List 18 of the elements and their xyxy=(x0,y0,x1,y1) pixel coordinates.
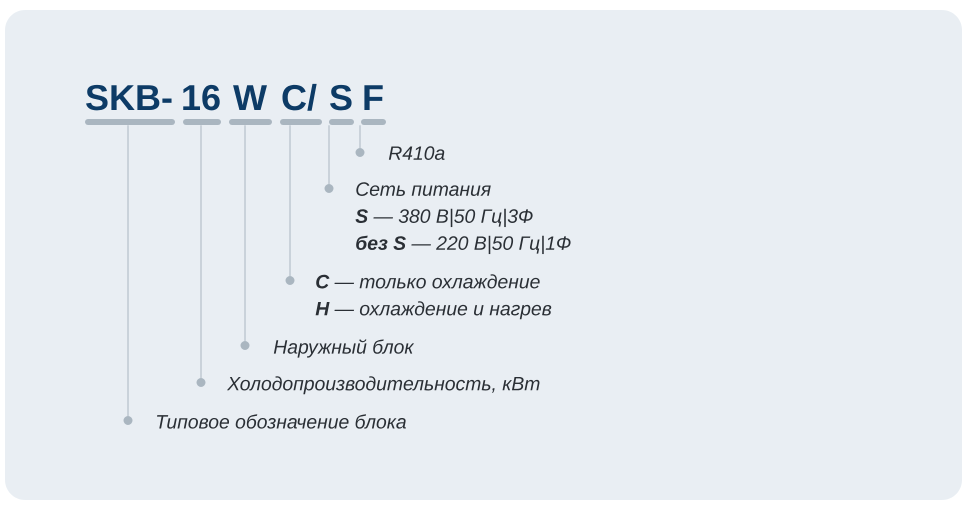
leader-line xyxy=(196,124,206,387)
code-segment: S xyxy=(329,84,354,125)
code-segment: W xyxy=(229,85,272,125)
code-segment: SKB- xyxy=(85,84,175,125)
description-text: Типовое обозначение блока xyxy=(157,414,406,429)
description-text: Холодопроизводительность, кВт xyxy=(226,376,540,394)
leader-line xyxy=(324,124,334,193)
leader-line xyxy=(124,124,132,425)
description-text: Сеть питания S — 380 В|50 Гц|3Ф без S — 220 В|50 Гц|1Ф xyxy=(356,182,571,254)
code-segment: F xyxy=(361,85,386,125)
description-text: R410a xyxy=(388,146,445,160)
code-segment: C/ xyxy=(280,84,322,125)
description-text: Наружный блок xyxy=(274,339,414,358)
leader-line xyxy=(240,124,250,350)
code-segment: 16 xyxy=(183,84,221,125)
leader-line xyxy=(356,124,364,157)
description-text: C — только охлаждение H — охлаждение и нагрев xyxy=(316,274,552,320)
leader-line xyxy=(286,124,294,285)
